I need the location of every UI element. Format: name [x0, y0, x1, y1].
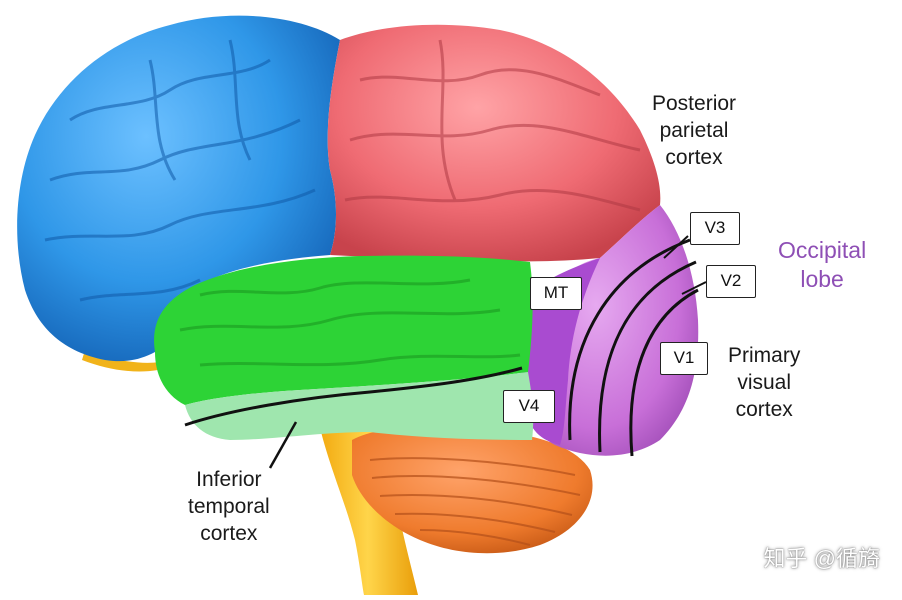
primary-visual-line3: cortex	[735, 398, 793, 421]
inferior-temporal-region	[185, 372, 534, 440]
primary-visual-line1: Primary	[728, 344, 801, 367]
inferior-temporal-label: Inferior temporal cortex	[188, 466, 270, 547]
occipital-lobe-label: Occipital lobe	[778, 236, 866, 294]
v3-leader-line	[663, 235, 689, 259]
inferior-temporal-line1: Inferior	[196, 468, 262, 491]
cerebellum-folia	[369, 457, 581, 546]
watermark: 知乎 @循旖	[763, 546, 880, 571]
v2-area-box: V2	[706, 265, 756, 298]
inferior-temporal-line3: cortex	[200, 522, 258, 545]
brainstem-region	[318, 420, 418, 595]
occipital-lobe-line1: Occipital	[778, 237, 867, 263]
frontal-lobe-region	[17, 15, 341, 362]
v1-area-box: V1	[660, 342, 708, 375]
inferior-temporal-line2: temporal	[188, 495, 270, 518]
posterior-parietal-label: Posterior parietal cortex	[652, 90, 736, 171]
v2-leader-line	[681, 281, 707, 295]
primary-visual-line2: visual	[737, 371, 792, 394]
occipital-lobe-line2: lobe	[800, 266, 844, 292]
posterior-parietal-line3: cortex	[665, 146, 723, 169]
v3-area-box: V3	[690, 212, 740, 245]
frontal-sulci	[44, 39, 316, 302]
inferior-temporal-leader-line	[268, 421, 298, 469]
parietal-lobe-region	[327, 24, 661, 262]
parietal-sulci	[344, 39, 641, 212]
v1-v2-boundary-arc	[598, 260, 697, 453]
temporal-boundary-line	[184, 366, 523, 427]
posterior-parietal-line2: parietal	[659, 119, 729, 142]
v2-v3-boundary-arc	[568, 238, 691, 441]
mt-area-box: MT	[530, 277, 582, 310]
posterior-parietal-line1: Posterior	[652, 92, 737, 115]
primary-visual-cortex-label: Primary visual cortex	[728, 342, 800, 423]
v1-inner-arc	[629, 288, 699, 457]
temporal-sulci	[179, 278, 521, 367]
v4-area-box: V4	[503, 390, 555, 423]
